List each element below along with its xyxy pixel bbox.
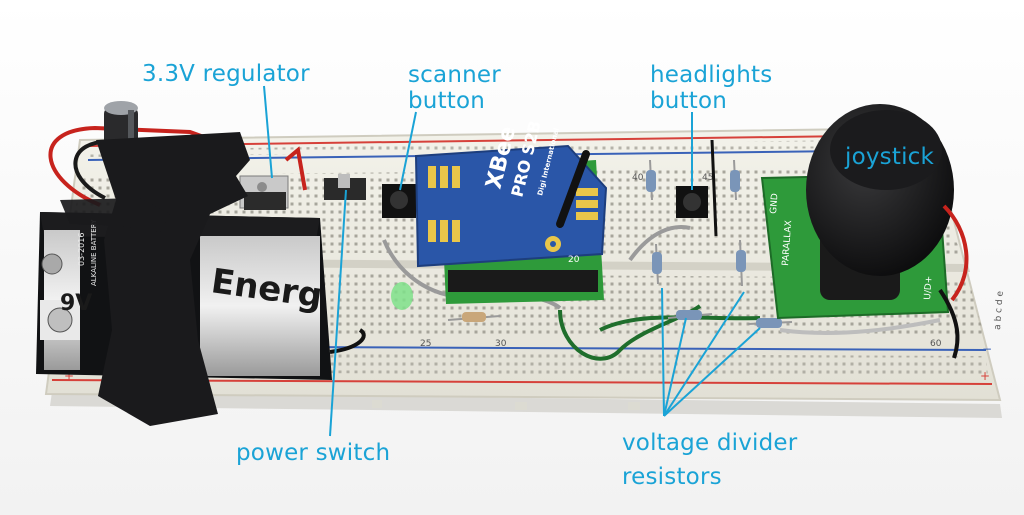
label-voltage-divider: voltage divider resistors bbox=[622, 426, 797, 494]
pointer-lines bbox=[263, 85, 761, 437]
label-joystick-text: joystick bbox=[845, 144, 935, 170]
joystick-pcb-ud: U/D+ bbox=[923, 275, 935, 300]
pointer-regulator bbox=[263, 85, 273, 179]
xbee-pin20: 20 bbox=[568, 255, 580, 265]
board-number-60: 60 bbox=[930, 339, 942, 349]
label-power-switch: power switch bbox=[236, 440, 390, 466]
power-switch bbox=[324, 178, 366, 200]
board-number-40: 40 bbox=[632, 173, 644, 183]
battery-type: ALKALINE BATTERY bbox=[90, 219, 98, 286]
label-headlights-line1: headlights bbox=[650, 62, 773, 88]
board-row-letters: a b c d e bbox=[993, 290, 1006, 330]
battery-wire-red bbox=[48, 125, 241, 207]
resistor-r2 bbox=[730, 159, 740, 201]
svg-text:−: − bbox=[982, 342, 992, 356]
label-divider-line2: resistors bbox=[622, 464, 722, 490]
pointer-scanner bbox=[399, 111, 417, 191]
pointer-divider-1 bbox=[661, 287, 665, 417]
svg-text:+: + bbox=[980, 369, 990, 383]
xbee-module: XBee PRO S2B Digi International 20 bbox=[414, 119, 608, 268]
label-joystick: joystick bbox=[845, 144, 934, 170]
resistor-r4 bbox=[736, 239, 746, 287]
battery-voltage: 9V bbox=[60, 291, 92, 316]
joystick-knob bbox=[806, 104, 954, 300]
label-power-switch-text: power switch bbox=[236, 440, 391, 466]
label-headlights-line2: button bbox=[650, 88, 728, 114]
board-number-30: 30 bbox=[495, 339, 507, 349]
svg-text:+: + bbox=[64, 369, 74, 383]
board-number-45: 45 bbox=[702, 173, 713, 183]
resistor-r6 bbox=[747, 318, 793, 328]
resistor-r1 bbox=[646, 159, 656, 201]
battery-date: 03-2016 bbox=[77, 233, 86, 266]
pointer-divider-3 bbox=[663, 291, 745, 417]
resistor-r5 bbox=[667, 310, 713, 320]
resistor-led bbox=[447, 312, 501, 322]
label-regulator-text: 3.3V regulator bbox=[142, 61, 310, 87]
label-scanner-line1: scanner bbox=[408, 62, 501, 88]
resistor-r3 bbox=[652, 243, 662, 285]
joystick-pcb-gnd: GND bbox=[769, 193, 780, 214]
pointer-divider-2 bbox=[663, 317, 687, 417]
joystick-pcb-brand: PARALLAX bbox=[781, 220, 794, 266]
label-divider-line1: voltage divider bbox=[622, 430, 798, 456]
green-led bbox=[391, 282, 413, 310]
pointer-power-switch bbox=[329, 189, 347, 437]
label-scanner-line2: button bbox=[408, 88, 486, 114]
pointer-divider-4 bbox=[663, 327, 761, 417]
label-regulator: 3.3V regulator bbox=[142, 61, 310, 87]
label-scanner-button: scanner button bbox=[408, 62, 501, 114]
board-number-25: 25 bbox=[420, 339, 431, 349]
label-headlights-button: headlights button bbox=[650, 62, 772, 114]
